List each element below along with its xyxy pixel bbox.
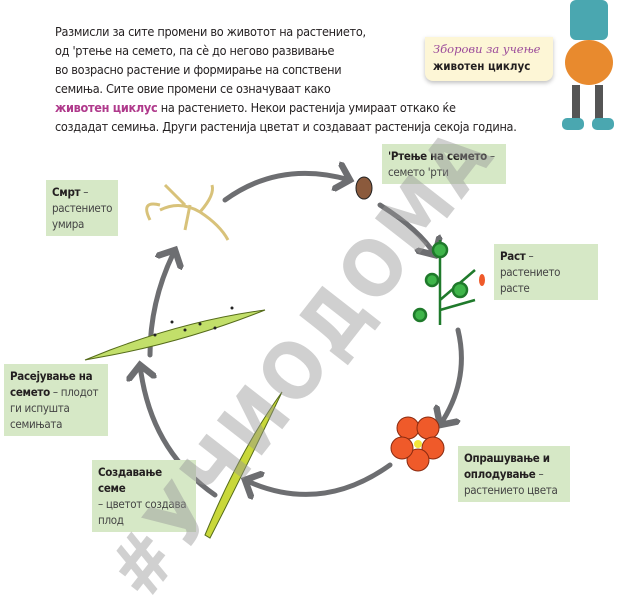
stage-dispersal: Расејување на семето – плодот ги испушта…	[4, 364, 108, 436]
intro-text: на растението. Некои растенија умираат о…	[157, 100, 456, 115]
growing-plant-icon	[412, 240, 485, 325]
intro-line: од 'ртење на семето, па сè до негово раз…	[55, 43, 335, 58]
scattered-seeds	[153, 306, 234, 337]
stage-title: 'Ртење на семето	[388, 149, 487, 163]
intro-line: семиња. Сите овие промени се означуваат …	[55, 81, 331, 96]
open-pod-icon	[84, 309, 266, 361]
intro-line: во возрасно растение и формирање на сопс…	[55, 62, 342, 77]
vocabulary-term: животен циклус	[433, 59, 531, 73]
robot-mascot	[560, 0, 615, 135]
stage-desc: растението расте	[500, 265, 561, 295]
arrow-seedmaking-to-dispersal	[140, 365, 218, 498]
dead-plant-icon	[145, 183, 230, 241]
stage-germination: 'Ртење на семето –семето 'рти	[382, 144, 506, 184]
flower-icon	[390, 416, 445, 472]
arrow-death-to-seed	[222, 173, 350, 203]
stage-title: Смрт	[52, 185, 81, 199]
stage-desc: плодот ги испушта семињата	[10, 385, 99, 431]
intro-paragraph: Размисли за сите промени во животот на р…	[55, 22, 595, 136]
stage-title: Раст	[500, 249, 526, 263]
stage-seed-making: Создавање семе– цветот создава плод	[92, 460, 196, 532]
intro-line: Размисли за сите промени во животот на р…	[55, 24, 366, 39]
vocabulary-title: Зборови за учење	[433, 42, 541, 56]
arrow-growth-to-flower	[440, 327, 464, 425]
stage-title: Расејување на семето	[10, 369, 93, 399]
stage-growth: Раст – растението расте	[494, 244, 598, 300]
seed-icon	[355, 176, 373, 200]
key-term: животен циклус	[55, 100, 158, 115]
stage-desc: цветот создава плод	[98, 497, 187, 527]
stage-desc: семето 'рти	[388, 165, 449, 179]
stage-title: Опрашување и оплодување	[464, 451, 550, 481]
intro-line: создадат семиња. Други растенија цветат …	[55, 119, 517, 134]
stage-death: Смрт –растението умира	[46, 180, 118, 236]
vocabulary-box: Зборови за учење животен циклус	[425, 37, 553, 81]
stage-desc: растението цвета	[464, 483, 558, 497]
life-cycle-diagram	[84, 0, 485, 539]
stage-pollination: Опрашување и оплодување –растението цвет…	[458, 446, 570, 502]
intro-line: животен циклус на растението. Некои раст…	[55, 98, 595, 117]
stage-title: Создавање семе	[98, 465, 162, 495]
arrow-flower-to-seedmaking	[245, 462, 393, 494]
stage-desc: растението умира	[52, 201, 113, 231]
seed-pod-icon	[204, 391, 283, 539]
